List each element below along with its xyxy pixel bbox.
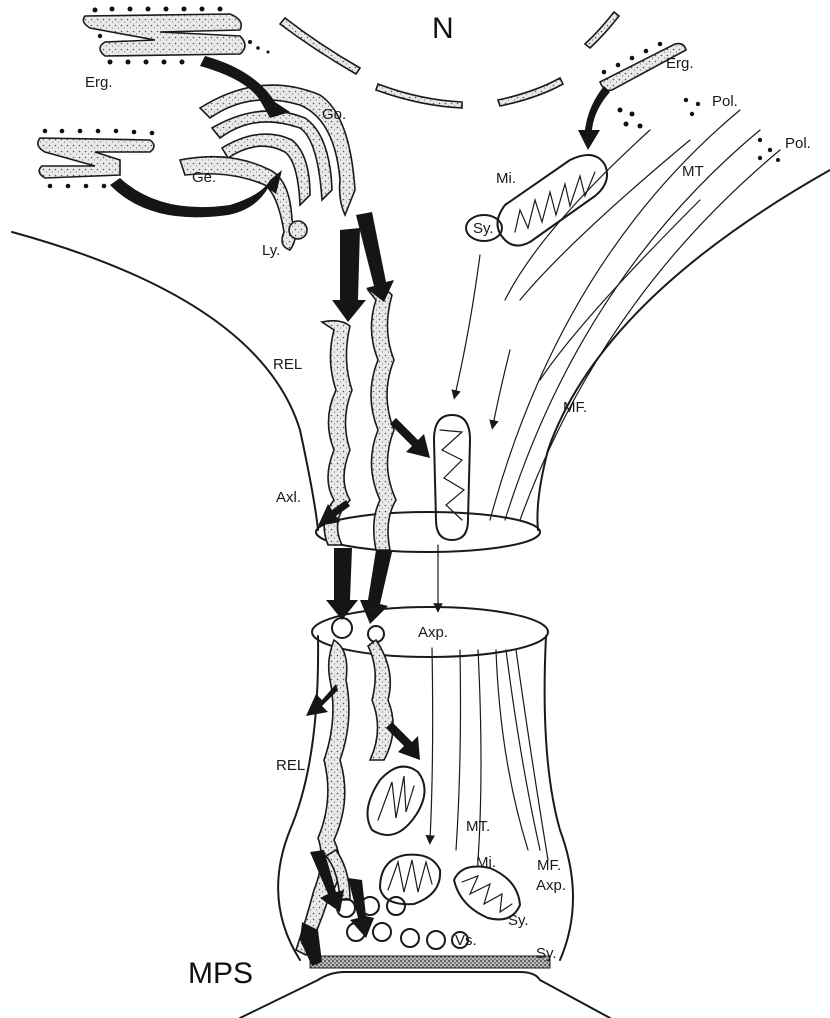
mitochondrion-middle — [434, 415, 470, 540]
mf-top-label: MF. — [563, 399, 587, 416]
rel-top-label: REL — [273, 356, 302, 373]
lysosome-label: Ly. — [262, 242, 280, 259]
cell-body-outline — [12, 170, 830, 552]
erg-left-label: Erg. — [85, 74, 113, 91]
mi-top-label: Mi. — [496, 170, 516, 187]
axp-top-label: Axp. — [418, 624, 448, 641]
mitochondrion-bottom-1 — [368, 767, 425, 835]
rel-opening-1 — [332, 618, 352, 638]
axp-bottom-label: Axp. — [536, 877, 566, 894]
rel-bottom-label: REL — [276, 757, 305, 774]
rough-er-left-bottom — [38, 129, 154, 189]
erg-to-mito-arrow — [578, 86, 610, 150]
axl-label: Axl. — [276, 489, 301, 506]
nucleus-label: N — [432, 12, 454, 45]
sy-mid-label: Sy. — [508, 912, 529, 929]
erg-right-label: Erg. — [666, 55, 694, 72]
mps-label: MPS — [188, 957, 253, 990]
sy-bottom-label: Sy. — [536, 945, 557, 962]
sy-top-label: Sy. — [473, 220, 494, 237]
pol-label-2: Pol. — [785, 135, 811, 152]
mt-bottom-label: MT. — [466, 818, 490, 835]
ge-label: Ge. — [192, 169, 216, 186]
vs-label: Vs. — [455, 932, 477, 949]
mi-bottom-label: Mi. — [476, 854, 496, 871]
mitochondrion-top — [498, 155, 608, 246]
mf-bottom-label: MF. — [537, 857, 561, 874]
pol-label-1: Pol. — [712, 93, 738, 110]
golgi-label: Go. — [322, 106, 346, 123]
rough-er-left-top — [83, 7, 269, 65]
mitochondrion-bottom-2 — [380, 855, 440, 905]
polysomes — [618, 98, 781, 162]
mt-top-label: MT — [682, 163, 704, 180]
